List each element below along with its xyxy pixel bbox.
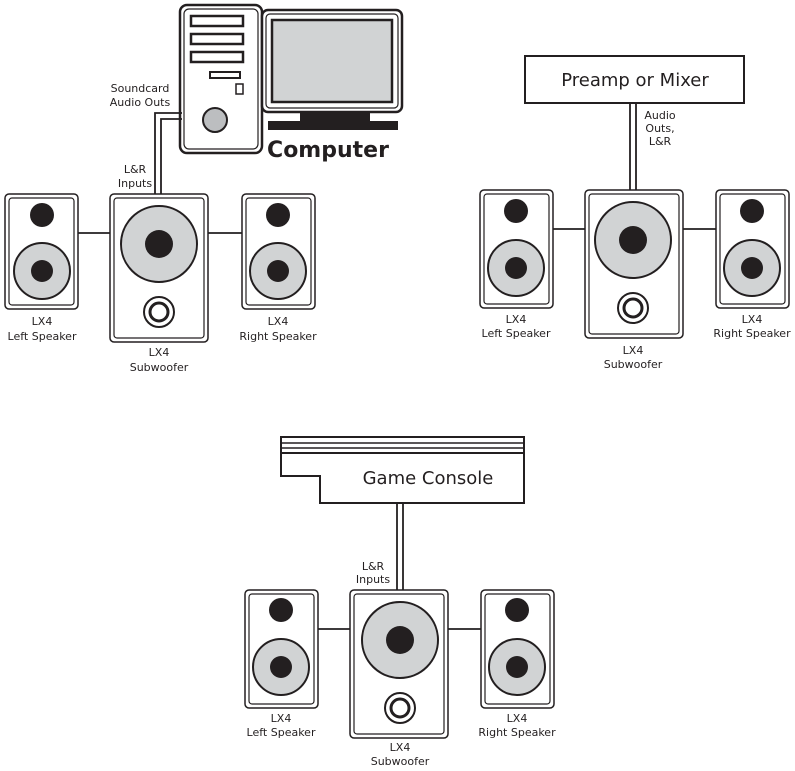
computer-setup: Computer Soundcard Audio Outs L&R Inputs… <box>4 3 404 374</box>
subwoofer-model: LX4 <box>390 741 411 754</box>
right-speaker-model: LX4 <box>268 315 289 328</box>
computer-monitor-icon <box>260 8 404 130</box>
audio-cable <box>396 503 404 590</box>
left-speaker-name: Left Speaker <box>247 726 316 739</box>
right-speaker-icon <box>715 189 790 309</box>
subwoofer-icon <box>349 589 449 739</box>
audio-outs-label-1: Audio <box>644 109 676 122</box>
right-speaker-name: Right Speaker <box>713 327 791 340</box>
right-speaker-icon <box>241 193 316 310</box>
inputs-label-1: L&R <box>362 560 385 573</box>
game-console-icon <box>280 436 525 504</box>
right-speaker-model: LX4 <box>742 313 763 326</box>
right-speaker-name: Right Speaker <box>478 726 556 739</box>
audio-cable <box>629 103 637 190</box>
subwoofer-model: LX4 <box>623 344 644 357</box>
right-speaker-model: LX4 <box>507 712 528 725</box>
subwoofer-name: Subwoofer <box>371 755 430 768</box>
mixer-box-icon <box>524 55 745 104</box>
audio-cable <box>154 112 182 194</box>
subwoofer-model: LX4 <box>149 346 170 359</box>
mixer-setup: Preamp or Mixer Audio Outs, L&R LX4 Left… <box>479 55 791 371</box>
soundcard-out-label-2: Audio Outs <box>110 96 171 109</box>
audio-outs-label-2: Outs, <box>645 122 674 135</box>
subwoofer-icon <box>109 193 209 343</box>
left-speaker-icon <box>479 189 554 309</box>
console-setup: Game Console L&R Inputs LX4 Left Speaker… <box>244 436 556 768</box>
computer-label: Computer <box>267 138 389 163</box>
left-speaker-name: Left Speaker <box>8 330 77 343</box>
inputs-label-2: Inputs <box>356 573 390 586</box>
left-speaker-icon <box>244 589 319 709</box>
mixer-label: Preamp or Mixer <box>561 70 709 91</box>
inputs-label-1: L&R <box>124 163 147 176</box>
left-speaker-model: LX4 <box>271 712 292 725</box>
left-speaker-model: LX4 <box>32 315 53 328</box>
right-speaker-icon <box>480 589 555 709</box>
soundcard-out-label-1: Soundcard <box>111 82 170 95</box>
subwoofer-icon <box>584 189 684 339</box>
audio-outs-label-3: L&R <box>649 135 672 148</box>
subwoofer-name: Subwoofer <box>604 358 663 371</box>
console-label: Game Console <box>363 468 494 489</box>
subwoofer-name: Subwoofer <box>130 361 189 374</box>
left-speaker-name: Left Speaker <box>482 327 551 340</box>
left-speaker-model: LX4 <box>506 313 527 326</box>
inputs-label-2: Inputs <box>118 177 152 190</box>
left-speaker-icon <box>4 193 79 310</box>
computer-tower-icon <box>178 3 264 155</box>
right-speaker-name: Right Speaker <box>239 330 317 343</box>
